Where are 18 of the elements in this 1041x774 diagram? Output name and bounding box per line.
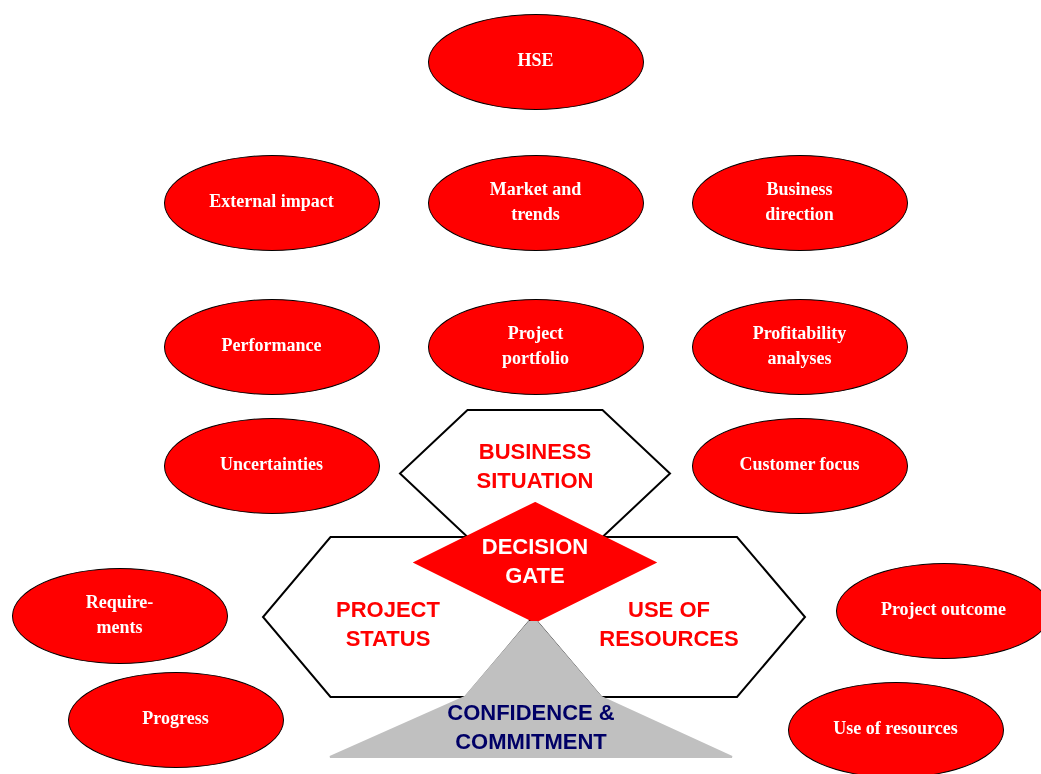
- node-label: Require-ments: [84, 590, 155, 639]
- node-label: Business direction: [764, 177, 835, 226]
- node-label: Customer focus: [738, 453, 861, 477]
- node-label: Project outcome: [880, 598, 1007, 622]
- node-label: Project portfolio: [501, 321, 570, 370]
- node-label: USE OF RESOURCES: [598, 596, 740, 653]
- node-label: CONFIDENCE & COMMITMENT: [446, 699, 616, 756]
- node-label: HSE: [516, 49, 555, 73]
- node-label: Progress: [141, 707, 210, 731]
- node-label: Use of resources: [832, 717, 959, 741]
- node-label: Performance: [220, 334, 323, 358]
- node-label: BUSINESS SITUATION: [475, 438, 595, 495]
- node-label: Profitability analyses: [751, 321, 848, 370]
- node-label: Market and trends: [488, 177, 583, 226]
- node-label: Uncertainties: [219, 453, 324, 477]
- node-label: PROJECT STATUS: [335, 596, 441, 653]
- node-label: DECISION GATE: [480, 533, 590, 590]
- node-label: External impact: [208, 190, 335, 214]
